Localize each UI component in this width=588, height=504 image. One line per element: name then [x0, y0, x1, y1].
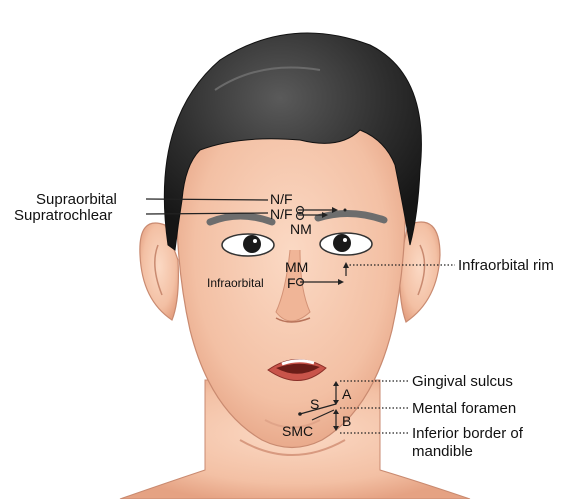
label-gingival-sulcus: Gingival sulcus [412, 373, 513, 390]
label-infraorbital: Infraorbital [207, 276, 264, 290]
label-f: F [287, 275, 296, 291]
label-nm: NM [290, 221, 312, 237]
label-inferior-border-line1: Inferior border of [412, 425, 524, 442]
left-eye [222, 234, 274, 256]
right-ear [400, 222, 440, 322]
label-mm: MM [285, 259, 308, 275]
label-b: B [342, 413, 351, 429]
right-eye [320, 233, 372, 255]
label-smc: SMC [282, 423, 313, 439]
label-a: A [342, 386, 352, 402]
label-infraorbital-rim: Infraorbital rim [458, 257, 554, 274]
label-nf-1: N/F [270, 191, 293, 207]
label-mental-foramen: Mental foramen [412, 400, 516, 417]
label-supraorbital: Supraorbital [36, 191, 117, 208]
label-supratrochlear: Supratrochlear [14, 207, 112, 224]
label-s: S [310, 396, 319, 412]
label-nf-2: N/F [270, 206, 293, 222]
label-inferior-border-line2: mandible [412, 443, 473, 460]
